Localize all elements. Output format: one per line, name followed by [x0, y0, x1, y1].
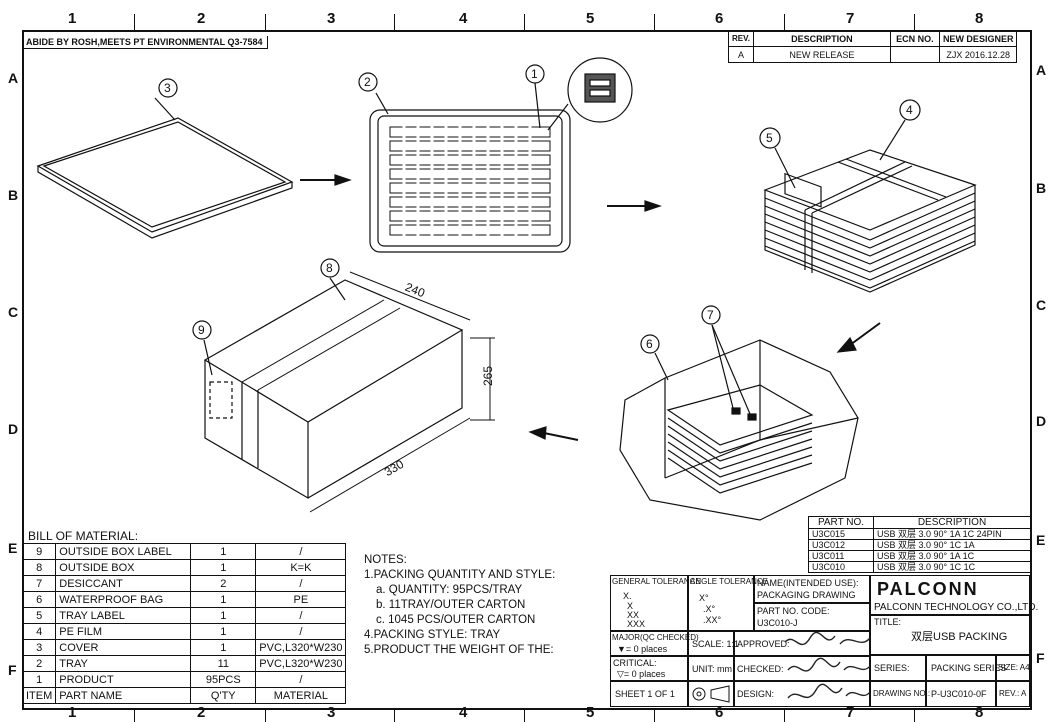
note-line: a. QUANTITY: 95PCS/TRAY [376, 584, 523, 596]
callout-4: 4 [906, 103, 913, 117]
note-line: 4.PACKING STYLE: TRAY [364, 629, 501, 641]
column-number: 2 [197, 704, 206, 721]
callout-6: 6 [646, 337, 653, 351]
column-number: 5 [586, 704, 595, 721]
column-number: 2 [197, 10, 206, 27]
column-number: 1 [68, 10, 77, 27]
drawing-title: 双层USB PACKING [911, 631, 1008, 643]
company-name: PALCONN TECHNOLOGY CO.,LTD. [874, 602, 1039, 613]
row-letter: E [1036, 532, 1046, 548]
notes-title: NOTES: [364, 554, 407, 566]
callout-5: 5 [766, 131, 773, 145]
callout-1: 1 [531, 67, 538, 81]
arrow-right-icon [607, 200, 662, 212]
bom-title: BILL OF MATERIAL: [28, 529, 139, 543]
row-letter: F [8, 662, 17, 678]
drawing-number: P-U3C010-0F [931, 689, 987, 699]
note-line: 1.PACKING QUANTITY AND STYLE: [364, 569, 556, 581]
column-number: 8 [975, 10, 984, 27]
tray-drawing [358, 57, 633, 253]
drawing-border [22, 30, 1032, 710]
column-number: 1 [68, 704, 77, 721]
callout-2: 2 [364, 75, 371, 89]
projection-symbol-icon [692, 685, 730, 703]
note-line: c. 1045 PCS/OUTER CARTON [376, 614, 536, 626]
compliance-note: ABIDE BY ROSH,MEETS PT ENVIRONMENTAL Q3-… [22, 36, 268, 49]
company-logo: PALCONN [877, 579, 979, 599]
row-letter: F [1036, 650, 1045, 666]
dimension-height: 265 [481, 365, 496, 387]
row-letter: C [8, 304, 19, 320]
notes: NOTES: 1.PACKING QUANTITY AND STYLE: a. … [364, 553, 555, 658]
column-number: 4 [459, 704, 468, 721]
column-number: 6 [715, 10, 724, 27]
callout-9: 9 [198, 323, 205, 337]
designer-value: ZJX 2016.12.28 [938, 46, 1018, 63]
row-letter: E [8, 540, 18, 556]
row-letter: B [1036, 180, 1047, 196]
arrow-right-icon [300, 174, 352, 186]
row-letter: D [1036, 413, 1047, 429]
waterproof-bag-drawing [619, 305, 859, 521]
arrow-down-left-icon [836, 322, 881, 353]
ecn-value [889, 46, 940, 63]
row-letter: D [8, 421, 19, 437]
row-letter: B [8, 187, 19, 203]
row-letter: A [8, 70, 19, 86]
column-number: 8 [975, 704, 984, 721]
column-number: 4 [459, 10, 468, 27]
callout-7: 7 [707, 308, 714, 322]
column-number: 5 [586, 10, 595, 27]
callout-8: 8 [326, 261, 333, 275]
row-letter: C [1036, 297, 1047, 313]
column-number: 3 [327, 704, 336, 721]
column-number: 7 [846, 704, 855, 721]
tray-stack-drawing [759, 99, 977, 293]
column-number: 6 [715, 704, 724, 721]
note-line: 5.PRODUCT THE WEIGHT OF THE: [364, 644, 554, 656]
row-letter: A [1036, 62, 1047, 78]
note-line: b. 11TRAY/OUTER CARTON [376, 599, 526, 611]
signature-image [784, 631, 871, 699]
callout-3: 3 [164, 81, 171, 95]
column-number: 3 [327, 10, 336, 27]
cover-drawing [36, 78, 294, 239]
revision-table: REV. DESCRIPTION ECN NO. NEW DESIGNER A … [728, 30, 1018, 63]
outer-carton-drawing [192, 258, 495, 513]
column-number: 7 [846, 10, 855, 27]
arrow-left-icon [528, 426, 579, 441]
